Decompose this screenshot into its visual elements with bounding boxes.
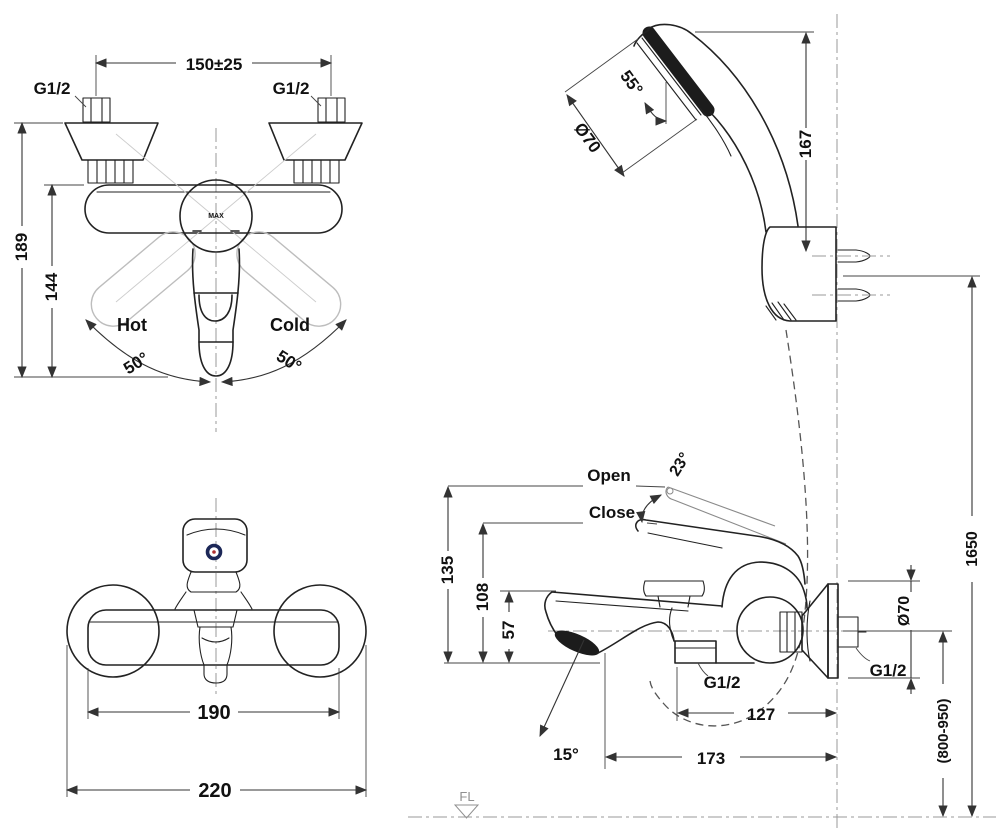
shower-head: [633, 23, 799, 233]
dim-open-height: 135: [438, 485, 457, 664]
handle-top: [174, 518, 253, 610]
svg-text:190: 190: [197, 702, 230, 724]
front-view: MAX 50° 50° Hot Cold 150±25 G1/2 G1/2: [12, 55, 363, 432]
svg-text:15°: 15°: [553, 745, 579, 764]
mixer-body-side: [544, 518, 867, 679]
angle-50-right: 50°: [273, 346, 305, 376]
left-escutcheon-top: [66, 584, 160, 678]
svg-text:167: 167: [796, 130, 815, 158]
label-cold: Cold: [270, 315, 310, 335]
shower-wall-bracket: [761, 226, 890, 322]
dim-total-width: 220: [65, 645, 368, 802]
diverter-knob: [643, 580, 705, 608]
inlet-nut: [674, 640, 717, 664]
handle-max-mark: MAX: [208, 213, 224, 220]
svg-text:135: 135: [438, 556, 457, 584]
thread-label-left: G1/2: [34, 79, 71, 98]
inlet-thread-annotation: G1/2: [697, 662, 741, 692]
svg-text:55°: 55°: [616, 67, 647, 99]
dim-flange-diameter: Ø70: [848, 565, 920, 694]
dim-bracket-height: 1650: [843, 275, 981, 818]
floor-line: FL: [408, 789, 996, 819]
svg-text:144: 144: [42, 272, 61, 301]
svg-text:189: 189: [12, 233, 31, 261]
ball-joint: [736, 596, 804, 664]
installation-dimensions: Ø70 G1/2 1650 (800-950) FL: [408, 275, 996, 819]
dim-close-height: 108: [473, 522, 492, 664]
dim-body-width: 190: [86, 668, 341, 724]
dim-height-total: 189: [12, 121, 168, 379]
svg-text:108: 108: [473, 583, 492, 611]
angle-23: 23°: [667, 450, 694, 480]
hand-shower-view: 55° Ø70 167: [564, 14, 890, 830]
spout-angle-annotation: 15°: [539, 639, 585, 764]
open-lever-ghost: [665, 486, 787, 545]
svg-text:57: 57: [499, 621, 518, 640]
label-close: Close: [589, 503, 635, 522]
svg-text:G1/2: G1/2: [704, 673, 741, 692]
label-hot: Hot: [117, 315, 147, 335]
thread-label-right: G1/2: [273, 79, 310, 98]
svg-text:Ø70: Ø70: [896, 596, 913, 626]
swing-arc-left: [85, 319, 212, 387]
mixer-body-front: [84, 184, 343, 234]
right-escutcheon-top: [273, 584, 367, 678]
label-open: Open: [587, 466, 630, 485]
mixer-body-top: [87, 609, 340, 666]
open-close-annotation: Open Close 23°: [448, 450, 694, 525]
wall-thread-annotation: G1/2: [855, 647, 907, 680]
svg-text:Ø70: Ø70: [570, 119, 604, 156]
svg-text:173: 173: [697, 749, 725, 768]
side-view: Open Close 23° 135 108 57 G1/2: [438, 450, 867, 769]
svg-text:150±25: 150±25: [186, 55, 243, 74]
dim-spout-to-wall: 173: [604, 653, 838, 769]
dim-deck-height: 57: [499, 590, 556, 664]
swing-arc-right: [220, 319, 347, 387]
rotation-axis-line: [115, 133, 317, 303]
head-angle-annotation: 55°: [616, 67, 668, 126]
left-supply-connector: [64, 97, 159, 184]
floor-label: FL: [459, 789, 474, 804]
dim-head-height: 167: [695, 31, 815, 253]
svg-text:(800-950): (800-950): [935, 698, 952, 763]
handle-lever-front: [191, 248, 241, 377]
dim-center-distance: 150±25: [94, 55, 333, 96]
top-view: 190 220: [65, 498, 368, 802]
svg-text:1650: 1650: [964, 531, 981, 567]
handle-escutcheon: [179, 179, 253, 253]
spout-aerator: [554, 630, 600, 656]
spout-top: [193, 609, 238, 684]
dim-inlet-to-wall: 127: [676, 667, 838, 724]
right-supply-connector: [268, 97, 363, 184]
shower-hose: [649, 329, 809, 727]
wall-thread-nut: [837, 616, 859, 648]
svg-text:220: 220: [198, 780, 231, 802]
dim-height-body: 144: [42, 183, 84, 379]
floor-level-triangle: [453, 804, 480, 819]
dim-mixer-height-range: (800-950): [843, 630, 952, 818]
svg-text:G1/2: G1/2: [870, 661, 907, 680]
svg-text:127: 127: [747, 705, 775, 724]
